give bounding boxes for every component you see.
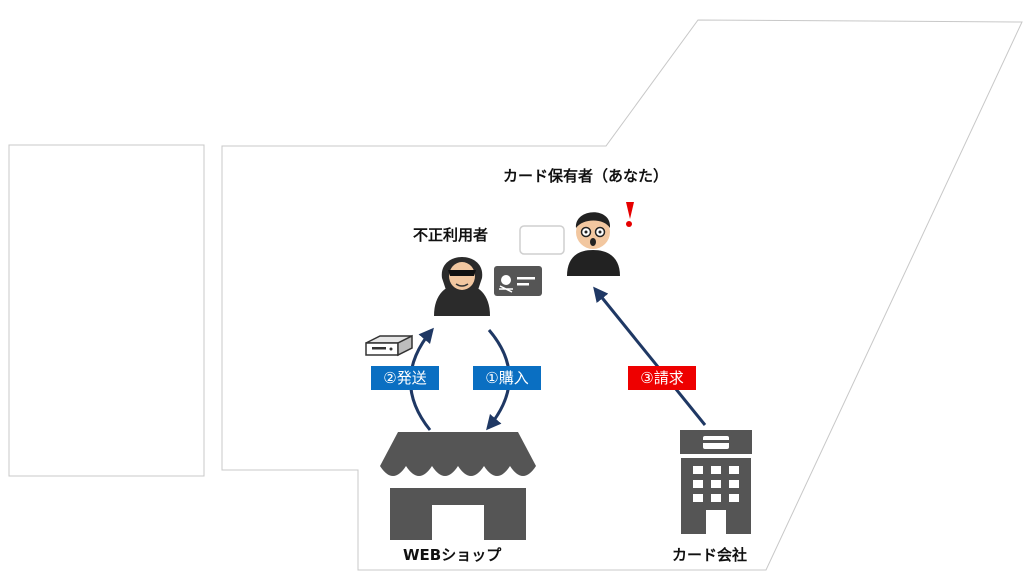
shocked-person-icon xyxy=(567,212,620,276)
blank-card-icon xyxy=(519,225,565,255)
step-ship-tag: ②発送 xyxy=(371,366,439,390)
fraudster-label: 不正利用者 xyxy=(413,226,489,244)
cardholder-label: カード保有者（あなた） xyxy=(503,167,669,185)
storefront-icon xyxy=(380,432,536,540)
main-panel-frame xyxy=(221,19,1023,571)
skull-card-icon xyxy=(494,266,542,296)
left-panel-frame xyxy=(8,144,205,477)
arrow-bill xyxy=(593,286,707,426)
exclamation-icon xyxy=(626,202,634,227)
step-bill-tag: ③請求 xyxy=(628,366,696,390)
hooded-hacker-icon xyxy=(434,257,490,316)
step-purchase-tag: ①購入 xyxy=(473,366,541,390)
package-icon xyxy=(365,334,413,357)
webshop-label: WEBショップ xyxy=(403,546,502,564)
card-company-label: カード会社 xyxy=(672,546,748,564)
office-building-icon xyxy=(680,430,752,534)
